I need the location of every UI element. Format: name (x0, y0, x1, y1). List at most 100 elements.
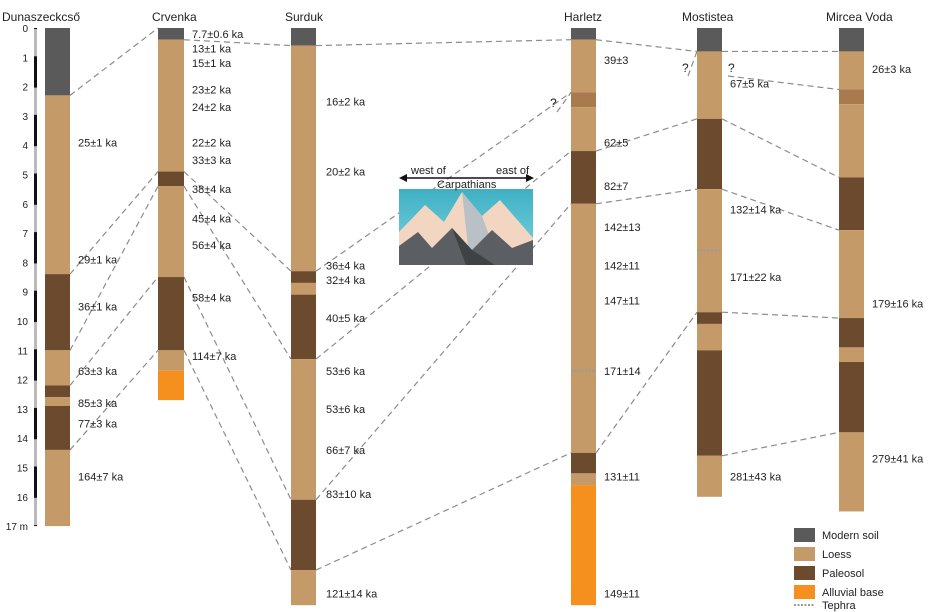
unit-paleosol (291, 294, 316, 360)
question-mark: ? (728, 61, 735, 75)
unit-paleosol (697, 118, 722, 190)
legend-label: Alluvial base (822, 587, 884, 599)
depth-tick-label: 2 (22, 83, 28, 94)
age-label: 63±3 ka (78, 366, 118, 378)
unit-loess (571, 107, 596, 152)
correlation-line (69, 276, 159, 386)
age-label: 179±16 ka (872, 298, 924, 310)
depth-tick-label: 10 (17, 317, 29, 328)
unit-loess_dark (571, 92, 596, 108)
section-columns (45, 28, 864, 606)
correlation-line (183, 171, 292, 272)
unit-paleosol (291, 271, 316, 283)
legend-label: Modern soil (822, 530, 879, 542)
legend-swatch-alluvial-base (794, 585, 815, 599)
age-label: 20±2 ka (326, 167, 366, 179)
age-label: 39±3 (604, 55, 628, 67)
age-label: 16±2 ka (326, 96, 366, 108)
age-label: 53±6 ka (326, 366, 366, 378)
age-label: 22±2 ka (192, 137, 232, 149)
unit-loess (839, 51, 864, 90)
unit-loess (158, 350, 184, 371)
age-label: 142±11 (604, 260, 640, 272)
unit-modern (697, 28, 722, 52)
correlation-line (721, 118, 840, 178)
unit-modern (291, 28, 316, 46)
depth-tick-label: 1 (22, 53, 28, 64)
unit-loess (839, 432, 864, 512)
age-label: 23±2 ka (192, 85, 232, 97)
age-label: 36±4 ka (326, 260, 366, 272)
depth-tick-label: 14 (17, 434, 29, 445)
unit-modern (158, 28, 184, 40)
unit-paleosol (158, 171, 184, 187)
unit-paleosol (697, 350, 722, 456)
depth-tick-label: 7 (22, 229, 28, 240)
correlation-line (721, 188, 840, 231)
unit-loess (291, 570, 316, 606)
age-label: 56±4 ka (192, 240, 232, 252)
unit-loess (45, 350, 70, 386)
unit-loess (839, 104, 864, 178)
unit-loess (45, 95, 70, 275)
unit-loess_dark (839, 89, 864, 105)
unit-loess (697, 455, 722, 497)
depth-tick-label: 11 (18, 346, 29, 357)
unit-modern (571, 28, 596, 40)
legend-swatch-loess (794, 547, 815, 561)
age-label: 142±13 (604, 222, 641, 234)
correlation-line (595, 39, 698, 53)
unit-loess (697, 51, 722, 119)
uncertain-correlation-line (687, 51, 698, 77)
correlation-line (183, 185, 292, 360)
age-label: 32±4 ka (326, 275, 366, 287)
unit-loess (45, 449, 70, 527)
depth-tick-label: 16 (17, 493, 29, 504)
unit-loess (571, 39, 596, 93)
correlation-line (69, 185, 159, 351)
depth-scale-segment (34, 204, 37, 233)
age-label: 53±6 ka (326, 404, 366, 416)
age-label: 77±3 ka (78, 419, 118, 431)
depth-tick-label: 8 (22, 258, 28, 269)
carpathians-inset: west of east of Carpathians (399, 165, 534, 265)
age-label: 85±3 ka (78, 398, 118, 410)
unit-loess (158, 186, 184, 278)
correlation-line (69, 171, 159, 275)
unit-loess (697, 323, 722, 351)
unit-loess (839, 230, 864, 319)
unit-loess (45, 397, 70, 406)
unit-loess (571, 473, 596, 486)
depth-tick-label: 5 (22, 171, 28, 182)
unit-paleosol (291, 499, 316, 571)
correlation-line (595, 188, 698, 205)
age-label: 281±43 ka (730, 471, 782, 483)
depth-tick-label: 6 (22, 200, 28, 211)
correlation-line (69, 27, 159, 96)
correlation-line (315, 39, 572, 47)
legend-label: Paleosol (822, 568, 864, 580)
depth-scale-segment (34, 322, 37, 350)
unit-alluvial (158, 370, 184, 401)
depth-scale-segment (34, 263, 37, 291)
age-label: 36±1 ka (78, 301, 118, 313)
unit-paleosol (839, 318, 864, 348)
legend-swatch-paleosol (794, 566, 815, 580)
unit-paleosol (45, 385, 70, 398)
legend-label: Loess (822, 549, 852, 561)
west-of-label: west of (410, 165, 447, 177)
age-label: 58±4 ka (192, 293, 232, 305)
age-label: 7.7±0.6 ka (192, 29, 244, 41)
unit-paleosol (839, 177, 864, 231)
age-label: 66±7 ka (326, 445, 366, 457)
age-label: 131±11 (604, 471, 640, 483)
unit-modern (839, 28, 864, 52)
unit-paleosol (571, 452, 596, 474)
age-label: 171±22 ka (730, 272, 782, 284)
unit-alluvial (571, 485, 596, 606)
section-title: Mostistea (682, 10, 734, 24)
correlation-line (721, 311, 840, 319)
